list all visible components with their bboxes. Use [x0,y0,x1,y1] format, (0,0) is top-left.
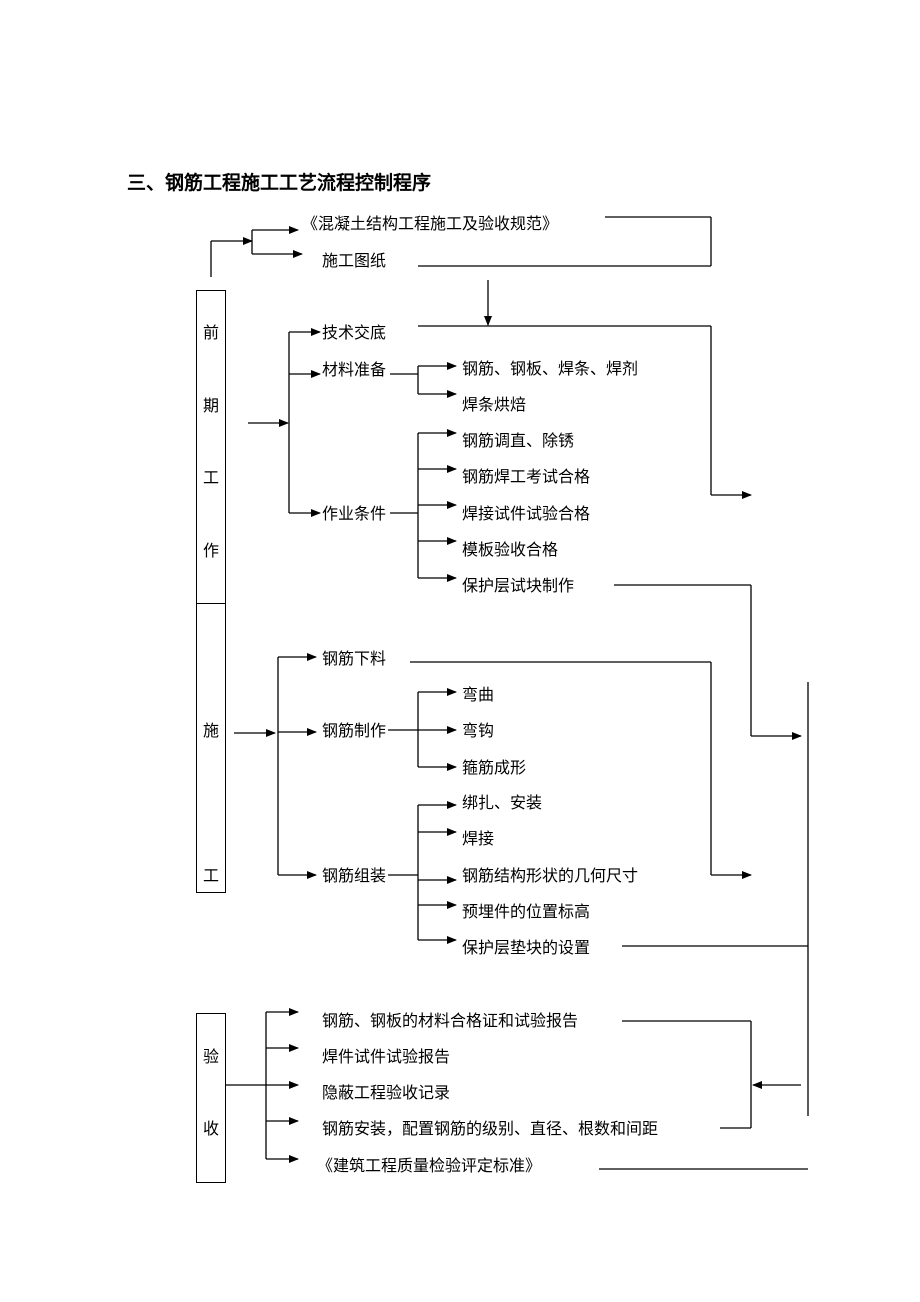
fabrication-node: 钢筋制作 [322,721,387,740]
assembly-node: 钢筋组装 [322,866,387,885]
acceptance-item: 焊件试件试验报告 [322,1047,451,1066]
assembly-item: 保护层垫块的设置 [462,938,591,957]
spec-input: 《混凝土结构工程施工及验收规范》 [302,214,559,233]
tech-briefing-node: 技术交底 [322,323,387,342]
pre-work-char: 前 [202,323,219,342]
pre-work-char: 期 [202,396,219,415]
acceptance-item: 钢筋、钢板的材料合格证和试验报告 [322,1011,579,1030]
acceptance-phase-box [196,1013,226,1183]
acceptance-char: 收 [202,1119,219,1138]
pre-work-char: 作 [202,541,219,560]
conditions-node: 作业条件 [322,504,387,523]
acceptance-item: 隐蔽工程验收记录 [322,1083,451,1102]
materials-item: 焊条烘焙 [462,395,527,414]
assembly-item: 焊接 [462,829,495,848]
acceptance-item: 钢筋安装，配置钢筋的级别、直径、根数和间距 [322,1119,659,1138]
cutting-node: 钢筋下料 [322,649,387,668]
conditions-item: 焊接试件试验合格 [462,504,591,523]
fabrication-item: 弯钩 [462,721,495,740]
construction-char: 工 [202,866,219,885]
assembly-item: 绑扎、安装 [462,793,543,812]
assembly-item: 预埋件的位置标高 [462,902,591,921]
fabrication-item: 箍筋成形 [462,758,527,777]
materials-item: 钢筋、钢板、焊条、焊剂 [462,359,639,378]
acceptance-item: 《建筑工程质量检验评定标准》 [317,1156,542,1175]
construction-phase-box [196,603,226,893]
conditions-item: 模板验收合格 [462,540,559,559]
assembly-item: 钢筋结构形状的几何尺寸 [462,866,639,885]
conditions-item: 钢筋焊工考试合格 [462,467,591,486]
drawings-input: 施工图纸 [322,251,387,270]
conditions-item: 钢筋调直、除锈 [462,431,575,450]
materials-node: 材料准备 [322,360,387,379]
conditions-item: 保护层试块制作 [462,576,575,595]
page-title: 三、钢筋工程施工工艺流程控制程序 [127,172,432,194]
acceptance-char: 验 [202,1047,219,1066]
pre-work-char: 工 [202,468,219,487]
fabrication-item: 弯曲 [462,685,495,704]
construction-char: 施 [202,721,219,740]
